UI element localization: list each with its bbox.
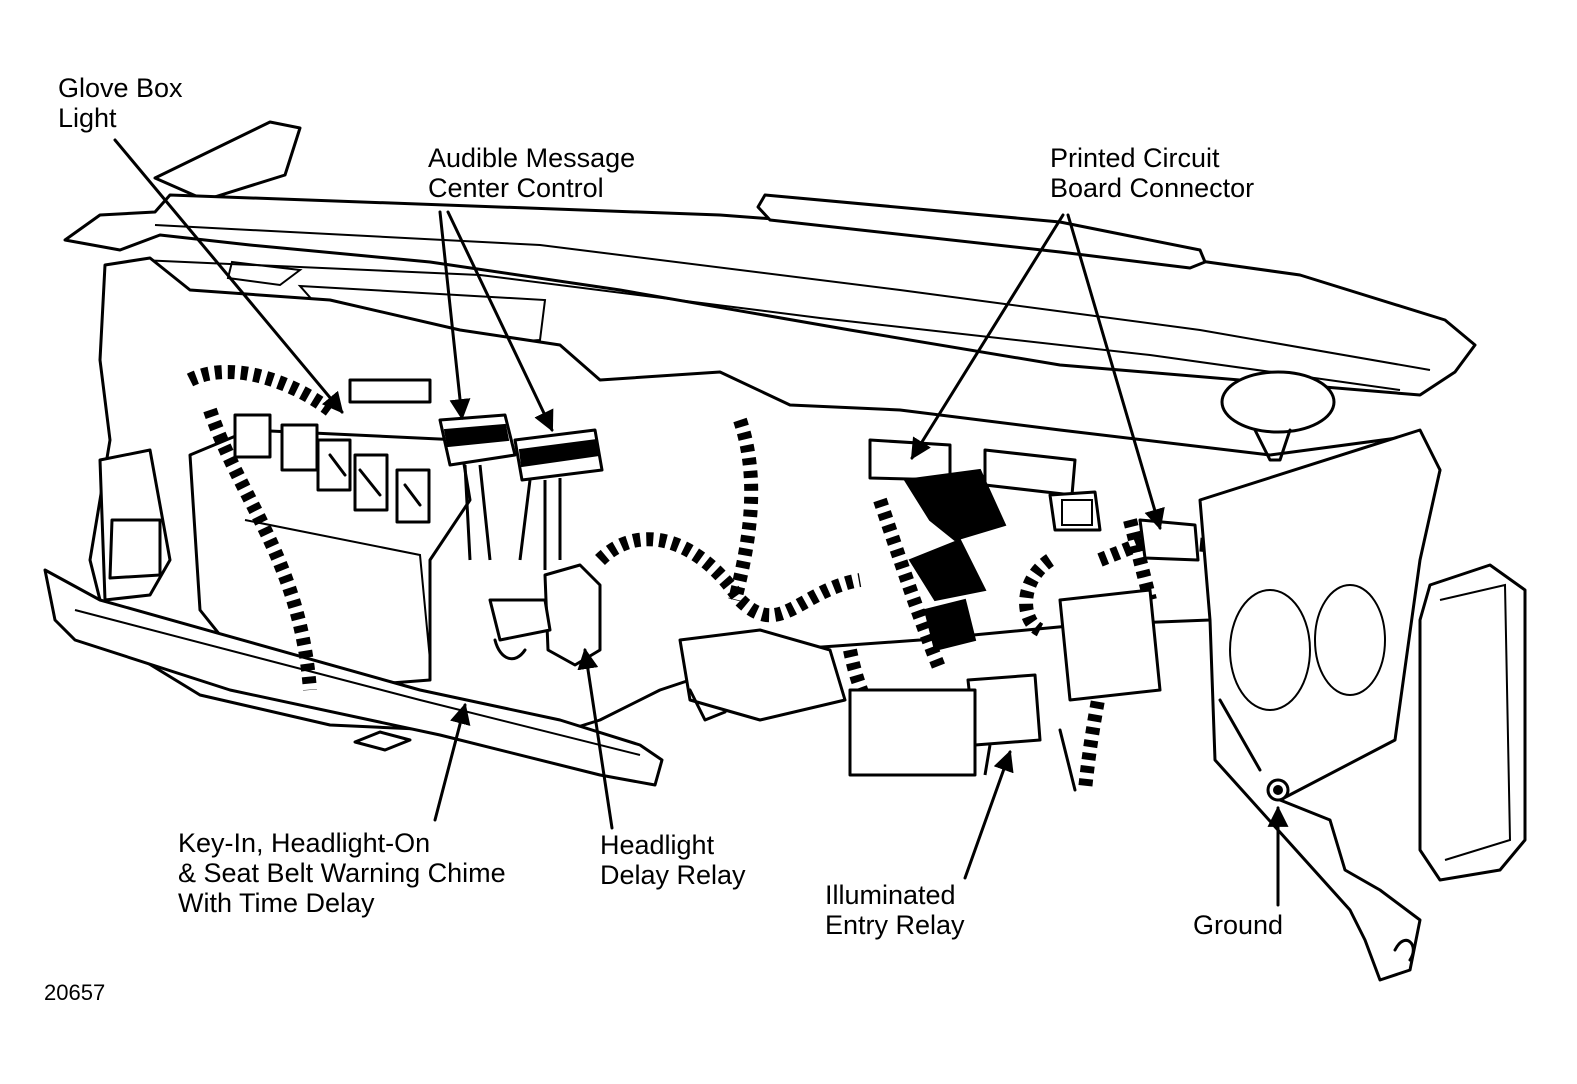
- center-bracketry: [678, 588, 1162, 792]
- chime-label: Key-In, Headlight-On & Seat Belt Warning…: [178, 828, 506, 918]
- headlight-delay-line1: Headlight: [600, 830, 715, 860]
- audible-message-leader-1: [438, 210, 471, 421]
- ground-line1: Ground: [1193, 910, 1284, 940]
- dash-top-pad: [63, 120, 1477, 397]
- chime-line3: With Time Delay: [178, 888, 375, 918]
- illuminated-entry-line2: Entry Relay: [825, 910, 965, 940]
- illuminated-entry-leader: [963, 750, 1014, 880]
- printed-circuit-leader-2: [1066, 213, 1165, 531]
- glove-box-light-label: Glove Box Light: [58, 73, 183, 133]
- leader-lines: [113, 138, 1289, 907]
- glove-box-light-line1: Glove Box: [58, 73, 183, 103]
- illuminated-entry-line1: Illuminated: [825, 880, 956, 910]
- printed-circuit-leader-1: [910, 213, 1065, 460]
- right-side-assembly: [1198, 370, 1527, 982]
- switch-cluster: [233, 378, 432, 524]
- lower-reinforcement-bar: [43, 568, 664, 787]
- headlight-delay-line2: Delay Relay: [600, 860, 746, 890]
- audible-message-modules: [438, 413, 604, 570]
- audible-message-label: Audible Message Center Control: [428, 143, 635, 203]
- printed-circuit-label: Printed Circuit Board Connector: [1050, 143, 1254, 203]
- printed-circuit-line1: Printed Circuit: [1050, 143, 1220, 173]
- chime-line1: Key-In, Headlight-On: [178, 828, 431, 858]
- audible-message-leader-2: [446, 210, 554, 432]
- audible-message-line2: Center Control: [428, 173, 604, 203]
- glove-box-light-line2: Light: [58, 103, 117, 133]
- headlight-delay-label: Headlight Delay Relay: [600, 830, 746, 890]
- audible-message-line1: Audible Message: [428, 143, 636, 173]
- figure-number: 20657: [44, 980, 106, 1005]
- illuminated-entry-label: Illuminated Entry Relay: [825, 880, 965, 940]
- headlight-delay-relay-part: [488, 563, 602, 667]
- ground-label: Ground: [1193, 910, 1283, 940]
- headlight-delay-leader: [577, 647, 614, 830]
- chime-leader: [433, 702, 471, 822]
- chime-line2: & Seat Belt Warning Chime: [178, 858, 506, 888]
- printed-circuit-line2: Board Connector: [1050, 173, 1255, 203]
- glove-box-light-leader: [113, 138, 344, 414]
